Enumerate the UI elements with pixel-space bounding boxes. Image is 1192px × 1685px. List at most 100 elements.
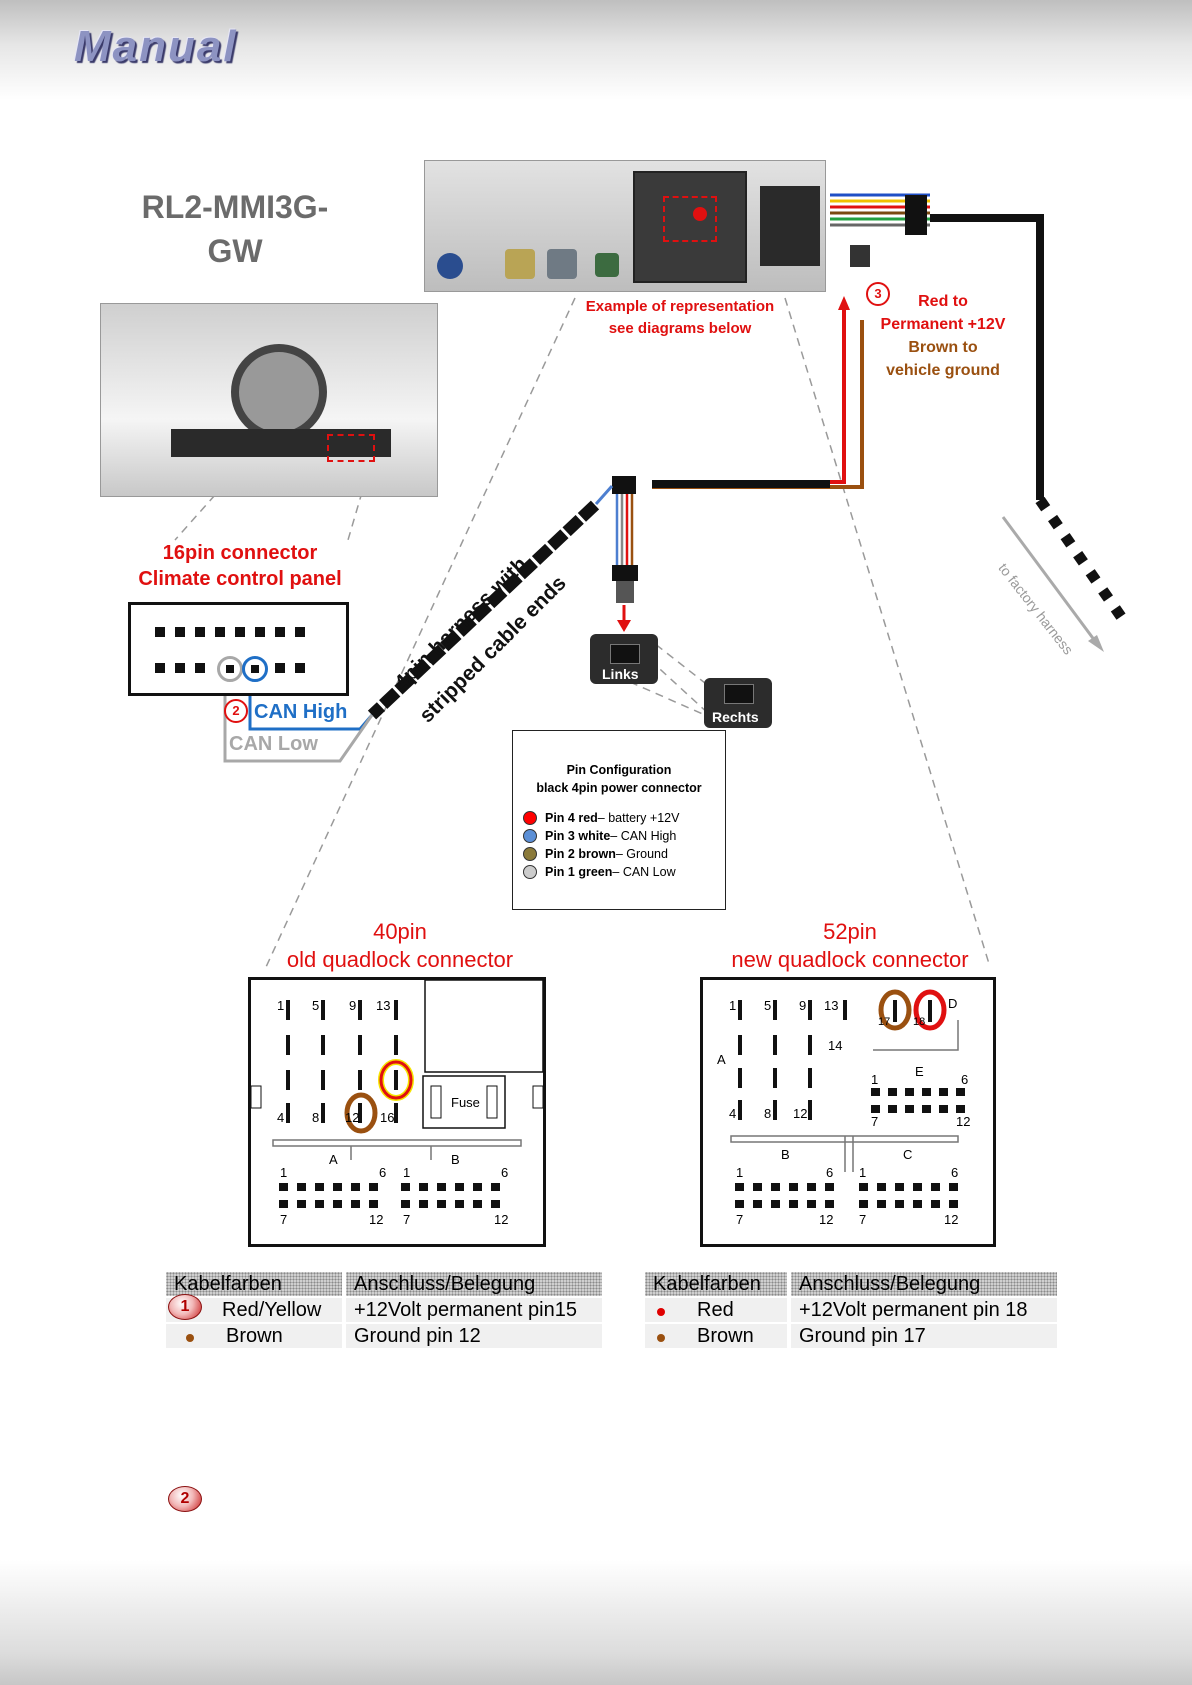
table-cell-color: Brown	[166, 1324, 342, 1348]
can-high-pin	[242, 656, 268, 682]
power-note-line1: Red to	[918, 293, 968, 310]
block-e-label: E	[915, 1064, 924, 1079]
product-name-line1: RL2-MMI3G-	[141, 189, 329, 225]
plug-rechts: Rechts	[704, 678, 772, 728]
can-high-label: CAN High	[254, 701, 348, 723]
pin-label-8: 8	[312, 1110, 320, 1125]
four-pin-plug	[612, 565, 638, 581]
table-header-row: Kabelfarben Anschluss/Belegung	[166, 1272, 602, 1296]
can-low-label: CAN Low	[229, 733, 318, 755]
pin-label-8: 8	[764, 1106, 772, 1121]
radio-antenna-blue	[437, 253, 463, 279]
brown-wire	[652, 320, 864, 489]
block-b-label: B	[781, 1147, 790, 1162]
row-label: 12	[944, 1212, 959, 1227]
pin-dot-blue	[523, 829, 537, 843]
cable-assignment: Ground pin 12	[346, 1324, 602, 1348]
radio-caption: Example of representation see diagrams b…	[540, 296, 820, 340]
connector-16pin-title-line2: Climate control panel	[138, 568, 342, 590]
block-d-label: D	[948, 996, 958, 1011]
radio-red-dot	[693, 207, 707, 221]
harness-4pin-cable	[367, 500, 600, 720]
plug-links: Links	[590, 634, 658, 684]
cable-color-name: Brown	[697, 1324, 754, 1347]
row-label: 7	[280, 1212, 288, 1227]
cable-color-name: Red/Yellow	[222, 1298, 322, 1321]
row-label: 6	[826, 1165, 834, 1180]
row-label: 7	[403, 1212, 411, 1227]
pin-label-12: 12	[345, 1110, 360, 1125]
quadlock-52-connector: 1 5 9 13 14 17 18 D A E 1 6 7 12 4 8 12 …	[700, 977, 996, 1247]
connector-16pin-title: 16pin connector Climate control panel	[110, 540, 370, 592]
climate-highlight-box	[327, 434, 375, 462]
factory-harness-arrowhead	[1088, 635, 1104, 652]
guide-line-plug1	[644, 635, 706, 684]
pin-configuration-box: Pin Configuration black 4pin power conne…	[512, 730, 726, 910]
product-name: RL2-MMI3G- GW	[110, 185, 360, 273]
row-label: 12	[819, 1212, 834, 1227]
power-note-line2: Permanent +12V	[880, 316, 1006, 333]
quadlock-40-title: 40pin old quadlock connector	[250, 918, 550, 974]
pin-config-item: Pin 4 red – battery +12V	[523, 809, 725, 827]
pin-label-17: 17	[878, 1016, 891, 1028]
block-a-label: A	[329, 1152, 338, 1167]
footer-band	[0, 1560, 1192, 1685]
red-wire-arrow	[838, 296, 850, 310]
connector-16pin-title-line1: 16pin connector	[162, 542, 318, 564]
row-label: 7	[859, 1212, 867, 1227]
pin-config-item: Pin 1 green – CAN Low	[523, 863, 725, 881]
header-band	[0, 0, 1192, 100]
plug-links-socket	[610, 644, 640, 664]
guide-line-right	[784, 297, 991, 968]
harness-splice	[612, 476, 636, 494]
plug-links-label: Links	[602, 666, 639, 682]
pin-config-pin: Pin 2 brown	[545, 847, 616, 861]
quadlock-52-title: 52pin new quadlock connector	[700, 918, 1000, 974]
radio-antenna-green	[595, 253, 619, 277]
radio-quadlock-socket	[633, 171, 747, 283]
power-note-line4: vehicle ground	[886, 362, 1000, 379]
pin-config-title-line2: black 4pin power connector	[536, 781, 702, 795]
row-label: 12	[369, 1212, 384, 1227]
quadlock-40-title-line1: 40pin	[373, 919, 427, 944]
power-note-line3: Brown to	[908, 339, 978, 356]
row-label: 7	[736, 1212, 744, 1227]
radio-antenna-gold	[505, 249, 535, 279]
guide-line-left	[265, 297, 576, 968]
fuse-label: Fuse	[451, 1095, 480, 1110]
pin-dot-brown	[523, 847, 537, 861]
badge-2-can: 2	[224, 699, 248, 723]
badge-3: 3	[866, 282, 890, 306]
pin-config-title-line1: Pin Configuration	[566, 763, 672, 777]
quadlock-40-drawing	[251, 980, 543, 1208]
guide-line-climate-left	[174, 494, 216, 541]
pin-label-12: 12	[793, 1106, 808, 1121]
quadlock-52-title-line2: new quadlock connector	[731, 947, 969, 972]
block-b-label: B	[451, 1152, 460, 1167]
table-40pin: Kabelfarben Anschluss/Belegung Red/Yello…	[162, 1270, 606, 1350]
quadlock-40-connector: 1 5 9 13 4 8 12 16 Fuse A B 1 6 1 6 7 12…	[248, 977, 546, 1247]
pin-label-18: 18	[913, 1016, 926, 1028]
pin-label-9: 9	[799, 998, 807, 1013]
row-label: 6	[951, 1165, 959, 1180]
pin-config-title: Pin Configuration black 4pin power conne…	[513, 761, 725, 797]
table-cell-color: Red	[645, 1298, 787, 1322]
pin-label-4: 4	[729, 1106, 737, 1121]
pin-label-1: 1	[729, 998, 737, 1013]
e-row-label: 6	[961, 1072, 969, 1087]
row-label: 1	[280, 1165, 288, 1180]
e-row-label: 1	[871, 1072, 879, 1087]
pin-label-9: 9	[349, 998, 357, 1013]
power-note: Red to Permanent +12V Brown to vehicle g…	[868, 290, 1018, 382]
cable-assignment: +12Volt permanent pin 18	[791, 1298, 1057, 1322]
radio-caption-line1: Example of representation	[585, 298, 775, 315]
cable-color-name: Red	[697, 1298, 734, 1321]
e-row-label: 7	[871, 1114, 879, 1129]
factory-cable	[930, 214, 1044, 500]
radio-caption-line2: see diagrams below	[608, 320, 752, 337]
climate-fan	[231, 344, 327, 440]
row-label: 6	[379, 1165, 387, 1180]
red-dot-icon	[657, 1307, 665, 1316]
factory-harness-arrow	[1001, 516, 1100, 646]
